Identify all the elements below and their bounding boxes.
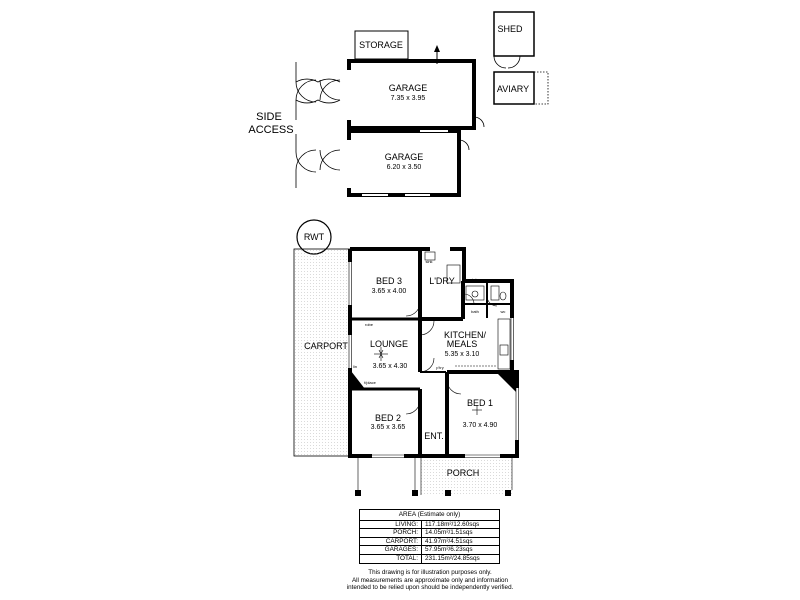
area-row: LIVING: 117.18m²/12.60sqs [360,520,499,530]
label-garage-1-dim: 7.35 x 3.95 [391,95,426,102]
label-carport: CARPORT [304,341,348,351]
area-row-value: 117.18m²/12.60sqs [421,520,499,529]
shed-walls [493,11,535,57]
area-row-label: CARPORT: [385,537,418,545]
windows [347,246,520,459]
label-access: ACCESS [248,124,293,136]
label-pantry: p'try [436,365,443,370]
fireplace-lounge [351,371,365,389]
label-side: SIDE [256,111,282,123]
disclaimer: This drawing is for illustration purpose… [330,569,530,592]
label-meals: MEALS [447,339,478,349]
area-row: PORCH: 14.05m²/1.51sqs [360,529,499,538]
area-row-value: 41.97m²/4.51sqs [421,537,499,546]
label-aviary: AVIARY [497,84,529,94]
area-row-label: PORCH: [393,529,418,537]
label-porch: PORCH [447,468,480,478]
area-row-label: TOTAL: [396,554,418,562]
area-row-value: 57.95m²/6.23sqs [421,546,499,554]
label-tub: tub [472,277,478,282]
label-bed-1-dim: 3.70 x 4.90 [463,422,498,429]
label-garage-1: GARAGE [389,83,428,93]
area-row: TOTAL: 231.15m²/24.85sqs [360,554,499,563]
door-swings [405,293,498,415]
label-wc: wc [501,309,506,314]
label-lounge: LOUNGE [370,339,408,349]
shed-aviary [493,11,549,105]
label-sink: sink [425,259,432,264]
light-fittings [374,347,482,415]
label-bed-3: BED 3 [376,276,402,286]
label-bed-1: BED 1 [467,398,493,408]
porch-posts [355,490,511,496]
side-access-doors [295,62,341,188]
fireplace-bed1 [496,372,516,392]
label-fireplace: f/place [364,380,377,385]
area-row-label: LIVING: [395,520,418,528]
garage-2-walls [347,129,461,197]
area-table-title: AREA (Estimate only) [360,510,499,521]
label-kitchen-dim: 5.35 x 3.10 [445,351,480,358]
garage-block [346,30,485,197]
label-lounge-dim: 3.65 x 4.30 [373,363,408,370]
label-garage-2: GARAGE [385,152,424,162]
label-robe: robe [365,322,374,327]
label-bed-2-dim: 3.65 x 3.65 [371,424,406,431]
label-linen: lin [353,364,357,369]
window-glazing [348,262,519,458]
label-bed-2: BED 2 [375,413,401,423]
disclaimer-line: intended to be relied upon should be ind… [346,584,514,592]
area-row: CARPORT: 41.97m²/4.51sqs [360,537,499,547]
area-row: GARAGES: 57.95m²/6.23sqs [360,546,499,555]
area-row-value: 14.05m²/1.51sqs [421,529,499,537]
area-row-value: 231.15m²/24.85sqs [421,554,499,563]
label-entry: ENT. [424,431,444,441]
label-bed-3-dim: 3.65 x 4.00 [372,288,407,295]
disclaimer-line: This drawing is for illustration purpose… [368,569,492,576]
area-table: AREA (Estimate only) LIVING: 117.18m²/12… [359,509,500,564]
label-storage: STORAGE [359,40,403,50]
label-kitchen: KITCHEN/ [444,330,487,340]
kitchen-fixtures [424,251,511,370]
area-row-label: GARAGES: [384,546,418,554]
label-shed: SHED [497,24,523,34]
label-laundry: L'DRY [429,276,455,286]
label-rwt: RWT [304,232,325,242]
carport-area [293,248,351,457]
label-bath: bath [471,309,479,314]
disclaimer-line: All measurements are approximate only an… [351,576,509,584]
porch-area [421,458,512,495]
label-garage-2-dim: 6.20 x 3.50 [387,164,422,171]
aviary-mesh [533,71,549,105]
